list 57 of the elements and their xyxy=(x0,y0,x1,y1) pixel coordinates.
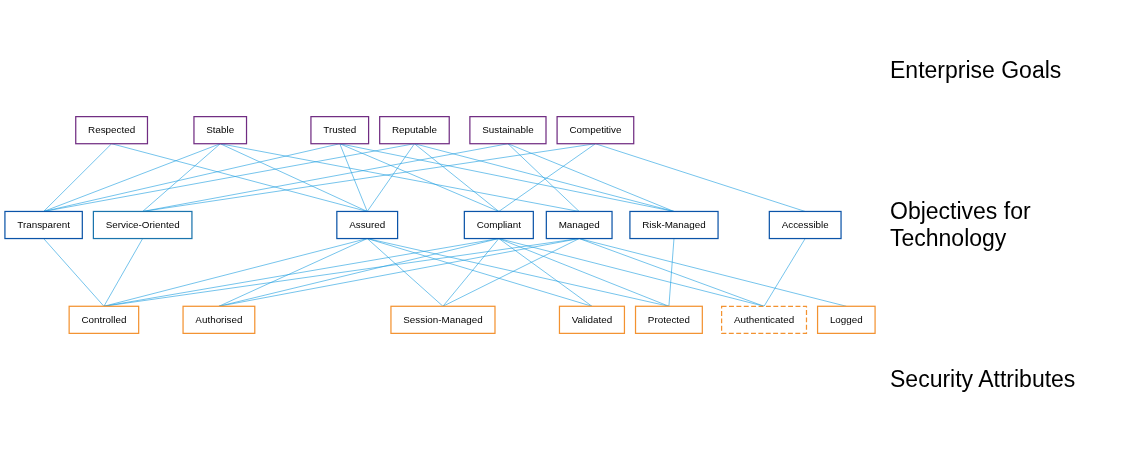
connector xyxy=(219,143,580,212)
connector xyxy=(366,238,670,307)
node-box: Transparent xyxy=(4,210,83,240)
connector xyxy=(498,238,593,307)
node-box: Authorised xyxy=(182,305,256,334)
connector xyxy=(442,238,580,307)
connector xyxy=(339,143,500,212)
node-box: Authenticated xyxy=(721,305,808,334)
node-box: Logged xyxy=(816,305,876,334)
node-box: Reputable xyxy=(379,116,450,145)
connector xyxy=(219,143,368,212)
connector xyxy=(103,238,143,307)
node-box: Sustainable xyxy=(469,116,547,145)
connector xyxy=(507,143,675,212)
connector xyxy=(43,143,221,212)
connector xyxy=(366,143,415,212)
connector xyxy=(43,143,415,212)
connector xyxy=(442,238,500,307)
node-box: Validated xyxy=(558,305,626,334)
connector xyxy=(142,143,221,212)
connector xyxy=(103,238,368,307)
connector xyxy=(218,238,368,307)
node-box: Protected xyxy=(634,305,703,334)
connector xyxy=(218,238,580,307)
connector xyxy=(498,143,596,212)
node-box: Managed xyxy=(545,210,613,240)
node-box: Service-Oriented xyxy=(92,210,193,240)
row-heading: Enterprise Goals xyxy=(890,57,1063,84)
connector xyxy=(103,238,580,307)
node-box: Assured xyxy=(336,210,399,240)
node-box: Accessible xyxy=(768,210,842,240)
connector xyxy=(763,238,806,307)
node-box: Compliant xyxy=(463,210,534,240)
node-box: Trusted xyxy=(310,116,370,145)
connector xyxy=(142,143,596,212)
node-box: Controlled xyxy=(68,305,140,334)
row-heading: Security Attributes xyxy=(890,366,1077,393)
connector xyxy=(668,238,675,307)
connector xyxy=(498,238,670,307)
connector xyxy=(103,238,500,307)
connector xyxy=(339,143,675,212)
connector xyxy=(366,238,444,307)
row-heading: Objectives for Technology xyxy=(890,198,1032,252)
connector xyxy=(366,238,593,307)
connector xyxy=(339,143,368,212)
connector xyxy=(218,238,500,307)
connector xyxy=(507,143,580,212)
node-box: Competitive xyxy=(556,116,635,145)
node-box: Risk-Managed xyxy=(629,210,719,240)
connector xyxy=(414,143,675,212)
node-box: Session-Managed xyxy=(390,305,496,334)
connector xyxy=(43,238,105,307)
connector xyxy=(414,143,500,212)
node-box: Respected xyxy=(75,116,149,145)
node-box: Stable xyxy=(193,116,248,145)
connector xyxy=(498,238,765,307)
connector xyxy=(43,143,112,212)
